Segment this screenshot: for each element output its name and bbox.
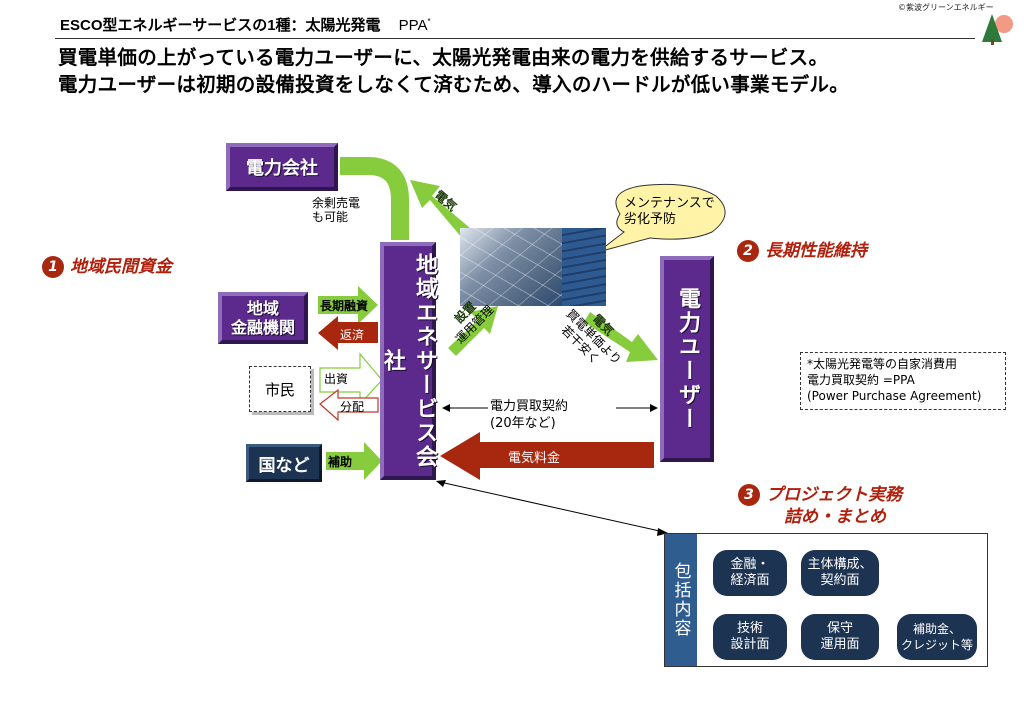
citizens-box: 市民 [249, 366, 311, 412]
install-arrow [448, 306, 498, 356]
company-logo-icon [982, 14, 1013, 45]
power-user-label: 電力ユーザー [675, 287, 700, 431]
note-line-2: 電力買取契約 =PPA [807, 373, 915, 387]
header-title: ESCO型エネルギーサービスの1種：太陽光発電 PPA* [60, 14, 431, 35]
header-title-text: ESCO型エネルギーサービスの1種：太陽光発電 [60, 17, 381, 34]
section-1-badge: 1 [42, 256, 64, 278]
scope-item-line: 設計面 [730, 637, 770, 652]
contract-arrowhead-right [650, 404, 658, 412]
section-3-label-line-1: プロジェクト実務 [766, 485, 902, 505]
section-1-label: 地域民間資金 [70, 257, 172, 277]
government-label: 国など [258, 455, 310, 476]
contract-label: 電力買取契約 (20年など) [490, 398, 568, 432]
scope-item-line: 金融・ [730, 557, 770, 572]
investment-label: 出資 [324, 372, 349, 386]
repayment-label: 返済 [340, 328, 365, 342]
surplus-sale-line-2: も可能 [312, 210, 349, 224]
power-company-label: 電力会社 [246, 158, 318, 179]
header-ppa: PPA* [399, 17, 431, 34]
scope-item-technical: 技術設計面 [713, 614, 787, 660]
ppa-label: PPA [398, 17, 428, 34]
solar-panel-image [460, 228, 606, 306]
note-line-1: *太陽光発電等の自家消費用 [807, 357, 958, 371]
surplus-sale-arrow [340, 157, 409, 240]
scope-connector-line [439, 481, 665, 533]
copyright: ©紫波グリーンエネルギー [898, 3, 994, 12]
balloon-line-2: 劣化予防 [624, 212, 677, 227]
citizens-label: 市民 [264, 380, 295, 399]
balloon-line-1: メンテナンスで [624, 196, 715, 211]
scope-item-line: 技術 [736, 621, 763, 636]
surplus-sale-line-1: 余剰売電 [312, 196, 361, 210]
local-finance-line-2: 金融機関 [230, 318, 295, 337]
balloon-text: メンテナンスで 劣化予防 [624, 196, 715, 228]
subsidy-label: 補助 [328, 455, 353, 469]
subsidy-arrow [326, 442, 382, 480]
contract-term: (20年など) [490, 416, 556, 431]
contract-arrowhead-left [442, 404, 450, 412]
scope-item-finance: 金融・経済面 [713, 550, 787, 596]
scope-label: 包括内容 [665, 534, 697, 666]
section-3-heading: 3 プロジェクト実務 詰め・まとめ [738, 484, 902, 528]
scope-item-line: 補助金、 [912, 622, 961, 636]
repayment-arrow [318, 316, 378, 350]
section-3-badge: 3 [738, 484, 760, 506]
section-2-heading: 2 長期性能維持 [737, 236, 867, 262]
maintenance-balloon [597, 183, 726, 253]
scope-connector-arrowhead-left [436, 480, 446, 487]
subtitle-line-1: 買電単価の上がっている電力ユーザーに、太陽光発電由来の電力を供給するサービス。 [58, 46, 829, 69]
electricity-up-arrow [410, 180, 470, 238]
electricity-fee-label: 電気料金 [508, 451, 561, 466]
section-3-label-line-2: 詰め・まとめ [784, 507, 886, 527]
ppa-footnote-mark: * [427, 17, 431, 26]
distribution-label: 分配 [340, 400, 365, 414]
scope-item-subsidy: 補助金、クレジット等 [897, 614, 977, 660]
surplus-sale-note: 余剰売電 も可能 [312, 196, 360, 224]
section-1-heading: 1 地域民間資金 [42, 252, 172, 278]
scope-box: 包括内容 金融・経済面 主体構成、契約面 技術設計面 保守運用面 補助金、クレジ… [664, 533, 988, 667]
local-finance-line-1: 地域 [246, 299, 279, 318]
contract-name: 電力買取契約 [490, 399, 569, 414]
local-esco-box: 地域エネサービス会社 [380, 242, 437, 480]
header-divider [55, 38, 975, 39]
long-term-loan-label: 長期融資 [320, 299, 369, 313]
section-2-badge: 2 [737, 240, 759, 262]
note-line-3: (Power Purchase Agreement) [807, 389, 982, 403]
scope-item-line: 運用面 [820, 637, 860, 652]
government-box: 国など [246, 444, 322, 482]
subtitle: 買電単価の上がっている電力ユーザーに、太陽光発電由来の電力を供給するサービス。 … [58, 44, 849, 98]
scope-item-structure: 主体構成、契約面 [801, 550, 879, 596]
long-term-loan-arrow [318, 286, 378, 324]
scope-item-line: 契約面 [820, 573, 860, 588]
ppa-note: *太陽光発電等の自家消費用 電力買取契約 =PPA (Power Purchas… [800, 352, 1006, 410]
distribution-arrow [319, 388, 379, 422]
local-esco-label: 地域エネサービス会社 [380, 253, 437, 469]
electricity-down-arrow [584, 312, 658, 362]
scope-item-line: クレジット等 [900, 638, 973, 652]
section-2-label: 長期性能維持 [765, 241, 867, 261]
scope-item-maintenance: 保守運用面 [801, 614, 879, 660]
scope-item-line: 保守 [826, 621, 853, 636]
subtitle-line-2: 電力ユーザーは初期の設備投資をしなくて済むため、導入のハードルが低い事業モデル。 [58, 73, 850, 96]
scope-item-line: 経済面 [730, 573, 770, 588]
power-user-box: 電力ユーザー [660, 256, 714, 462]
power-company-box: 電力会社 [226, 143, 338, 191]
scope-item-line: 主体構成、 [807, 557, 873, 572]
scope-connector-arrowhead-right [657, 528, 668, 536]
electricity-fee-arrow [440, 432, 654, 480]
local-finance-box: 地域 金融機関 [218, 292, 308, 344]
